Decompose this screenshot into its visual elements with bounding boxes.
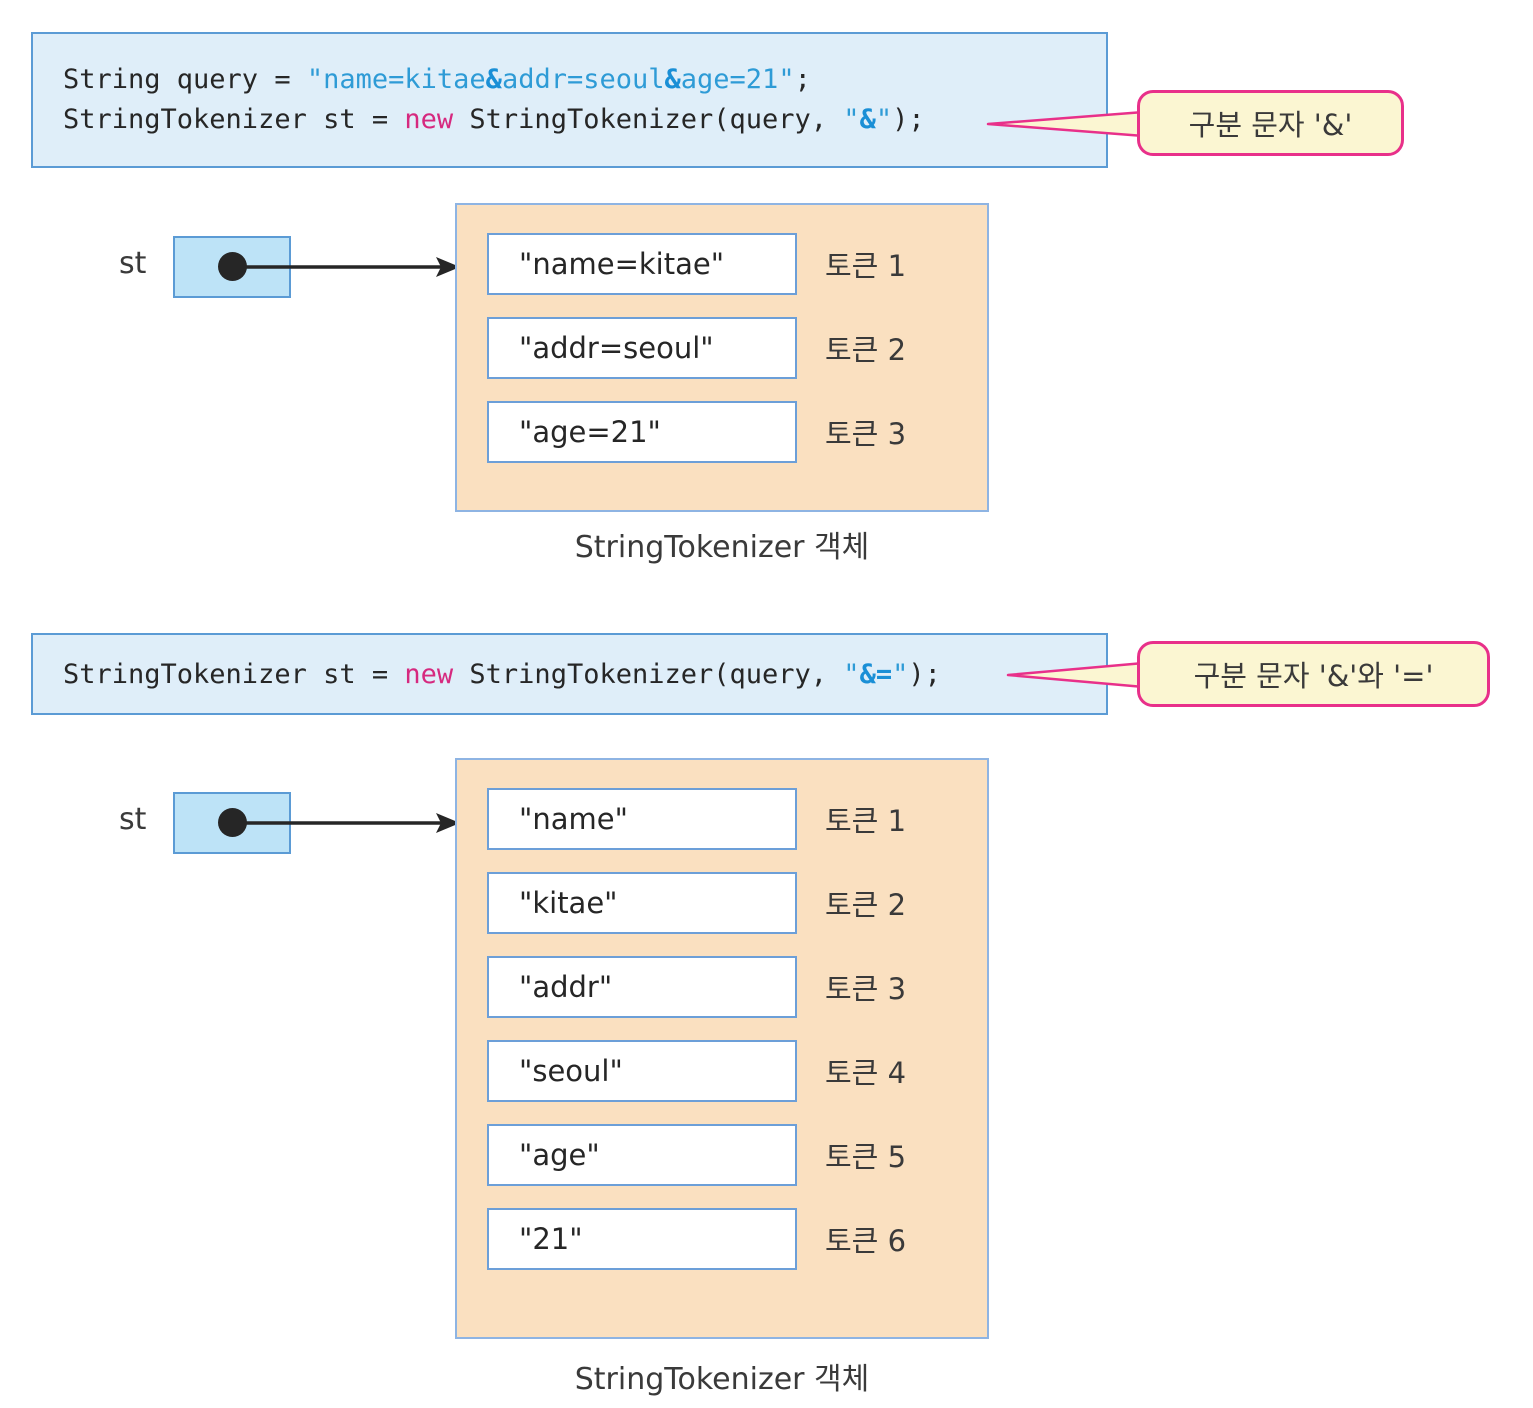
- code-line-1: String query = "name=kitae&addr=seoul&ag…: [63, 60, 1106, 100]
- token-row: "addr=seoul" 토큰 2: [487, 317, 987, 379]
- token-row: "kitae" 토큰 2: [487, 872, 987, 934]
- string-literal: addr=seoul: [501, 64, 665, 95]
- callout-delimiter-2: 구분 문자 '&'와 '=': [1137, 641, 1490, 707]
- string-literal: ": [892, 659, 909, 690]
- keyword-new: new: [404, 104, 454, 135]
- code-text: StringTokenizer st =: [63, 104, 405, 135]
- string-literal: age=21: [680, 64, 779, 95]
- token-index-label: 토큰 1: [825, 804, 907, 838]
- token-row: "age=21" 토큰 3: [487, 401, 987, 463]
- token-index-label: 토큰 4: [825, 1056, 907, 1090]
- code-text: String query =: [63, 64, 307, 95]
- string-literal: ": [843, 659, 860, 690]
- code-text: ;: [794, 64, 811, 95]
- string-literal: ": [306, 64, 324, 95]
- callout-text: 구분 문자 '&'와 '=': [1193, 659, 1434, 693]
- token-box: "addr": [487, 956, 797, 1018]
- token-row: "addr" 토큰 3: [487, 956, 987, 1018]
- delimiter-amp-eq-icon: &=: [859, 659, 893, 690]
- token-row: "age" 토큰 5: [487, 1124, 987, 1186]
- token-box: "kitae": [487, 872, 797, 934]
- callout-delimiter-1: 구분 문자 '&': [1137, 90, 1404, 156]
- string-literal: ": [778, 64, 795, 95]
- token-box: "age": [487, 1124, 797, 1186]
- token-index-label: 토큰 3: [825, 972, 907, 1006]
- token-box: "21": [487, 1208, 797, 1270]
- code-text: );: [908, 659, 941, 690]
- code-line-2: StringTokenizer st = new StringTokenizer…: [63, 100, 1106, 140]
- token-index-label: 토큰 5: [825, 1140, 907, 1174]
- token-row: "seoul" 토큰 4: [487, 1040, 987, 1102]
- token-row: "name=kitae" 토큰 1: [487, 233, 987, 295]
- pointer-arrow-icon: [232, 257, 460, 277]
- token-index-label: 토큰 2: [825, 888, 907, 922]
- ref-label-st: st: [119, 802, 147, 837]
- token-index-label: 토큰 2: [825, 333, 907, 367]
- code-block-2: StringTokenizer st = new StringTokenizer…: [31, 633, 1108, 715]
- token-box: "age=21": [487, 401, 797, 463]
- token-index-label: 토큰 3: [825, 417, 907, 451]
- token-row: "21" 토큰 6: [487, 1208, 987, 1270]
- token-row: "name" 토큰 1: [487, 788, 987, 850]
- token-box: "addr=seoul": [487, 317, 797, 379]
- token-index-label: 토큰 1: [825, 249, 907, 283]
- code-text: StringTokenizer(query,: [453, 104, 844, 135]
- delimiter-amp-icon: &: [664, 64, 681, 95]
- keyword-new: new: [404, 659, 454, 690]
- token-index-label: 토큰 6: [825, 1224, 907, 1258]
- string-literal: ": [843, 104, 860, 135]
- delimiter-amp-icon: &: [859, 104, 876, 135]
- token-box: "name": [487, 788, 797, 850]
- ref-label-st: st: [119, 246, 147, 281]
- string-literal: ": [875, 104, 893, 135]
- caption-stringtokenizer-object-2: StringTokenizer 객체: [574, 1362, 870, 1397]
- token-box: "seoul": [487, 1040, 797, 1102]
- token-container-1: "name=kitae" 토큰 1 "addr=seoul" 토큰 2 "age…: [455, 203, 989, 512]
- code-text: );: [892, 104, 925, 135]
- code-text: StringTokenizer(query,: [453, 659, 844, 690]
- code-line-1: StringTokenizer st = new StringTokenizer…: [63, 655, 1106, 695]
- token-box: "name=kitae": [487, 233, 797, 295]
- string-literal: name=kitae: [323, 64, 486, 95]
- pointer-arrow-icon: [232, 813, 460, 833]
- caption-stringtokenizer-object-1: StringTokenizer 객체: [574, 530, 870, 565]
- code-block-1: String query = "name=kitae&addr=seoul&ag…: [31, 32, 1108, 168]
- callout-text: 구분 문자 '&': [1188, 108, 1353, 142]
- delimiter-amp-icon: &: [485, 64, 502, 95]
- code-text: StringTokenizer st =: [63, 659, 405, 690]
- token-container-2: "name" 토큰 1 "kitae" 토큰 2 "addr" 토큰 3 "se…: [455, 758, 989, 1339]
